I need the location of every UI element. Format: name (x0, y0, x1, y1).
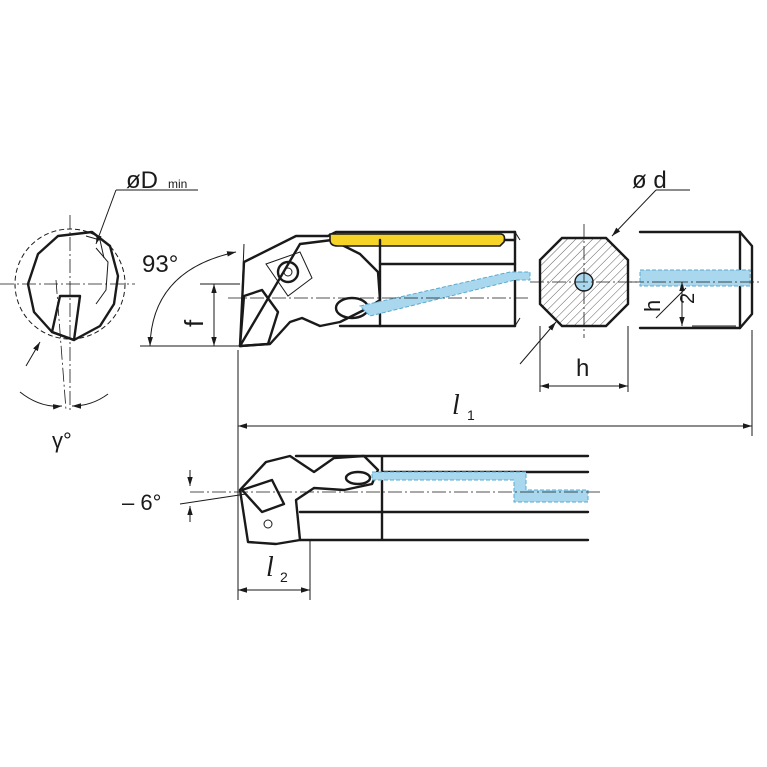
section-view: ø d h (519, 167, 690, 392)
shank-coolant-channel (639, 269, 751, 287)
end-view: øD min γ° (0, 167, 198, 453)
angle-93-label: 93° (142, 251, 178, 278)
marking-label (329, 233, 506, 247)
l2-subscript: 2 (280, 569, 288, 585)
minus6-label: – 6° (122, 490, 161, 515)
h-half-2: 2 (677, 293, 699, 304)
l1-dimension: l 1 (237, 330, 753, 600)
top-view: – 6° l 2 (122, 454, 600, 600)
d-label: ø d (632, 167, 667, 194)
clamp-screw (276, 260, 300, 284)
l1-subscript: 1 (467, 407, 475, 423)
dmin-label: øD (126, 167, 158, 194)
top-insert (240, 478, 286, 514)
dmin-leader (95, 189, 117, 245)
h-label: h (576, 355, 589, 382)
l1-label: l (452, 390, 460, 421)
f-label: f (179, 319, 209, 327)
shank-end-outline (638, 230, 754, 330)
end-view-body (26, 230, 120, 342)
shank-end-view: h 2 (630, 230, 760, 330)
h-half-h: h (640, 300, 665, 312)
top-head-outline (238, 454, 380, 546)
head-body (238, 238, 382, 348)
side-insert (238, 288, 280, 348)
dmin-subscript: min (168, 177, 187, 191)
coolant-channel-side (359, 271, 531, 317)
gamma-label: γ° (52, 428, 72, 453)
l2-label: l (266, 552, 274, 583)
coolant-channel-top (371, 471, 589, 503)
end-view-insert (50, 294, 82, 342)
side-view: f 93° (140, 230, 531, 348)
angle-93-arc (147, 251, 237, 347)
